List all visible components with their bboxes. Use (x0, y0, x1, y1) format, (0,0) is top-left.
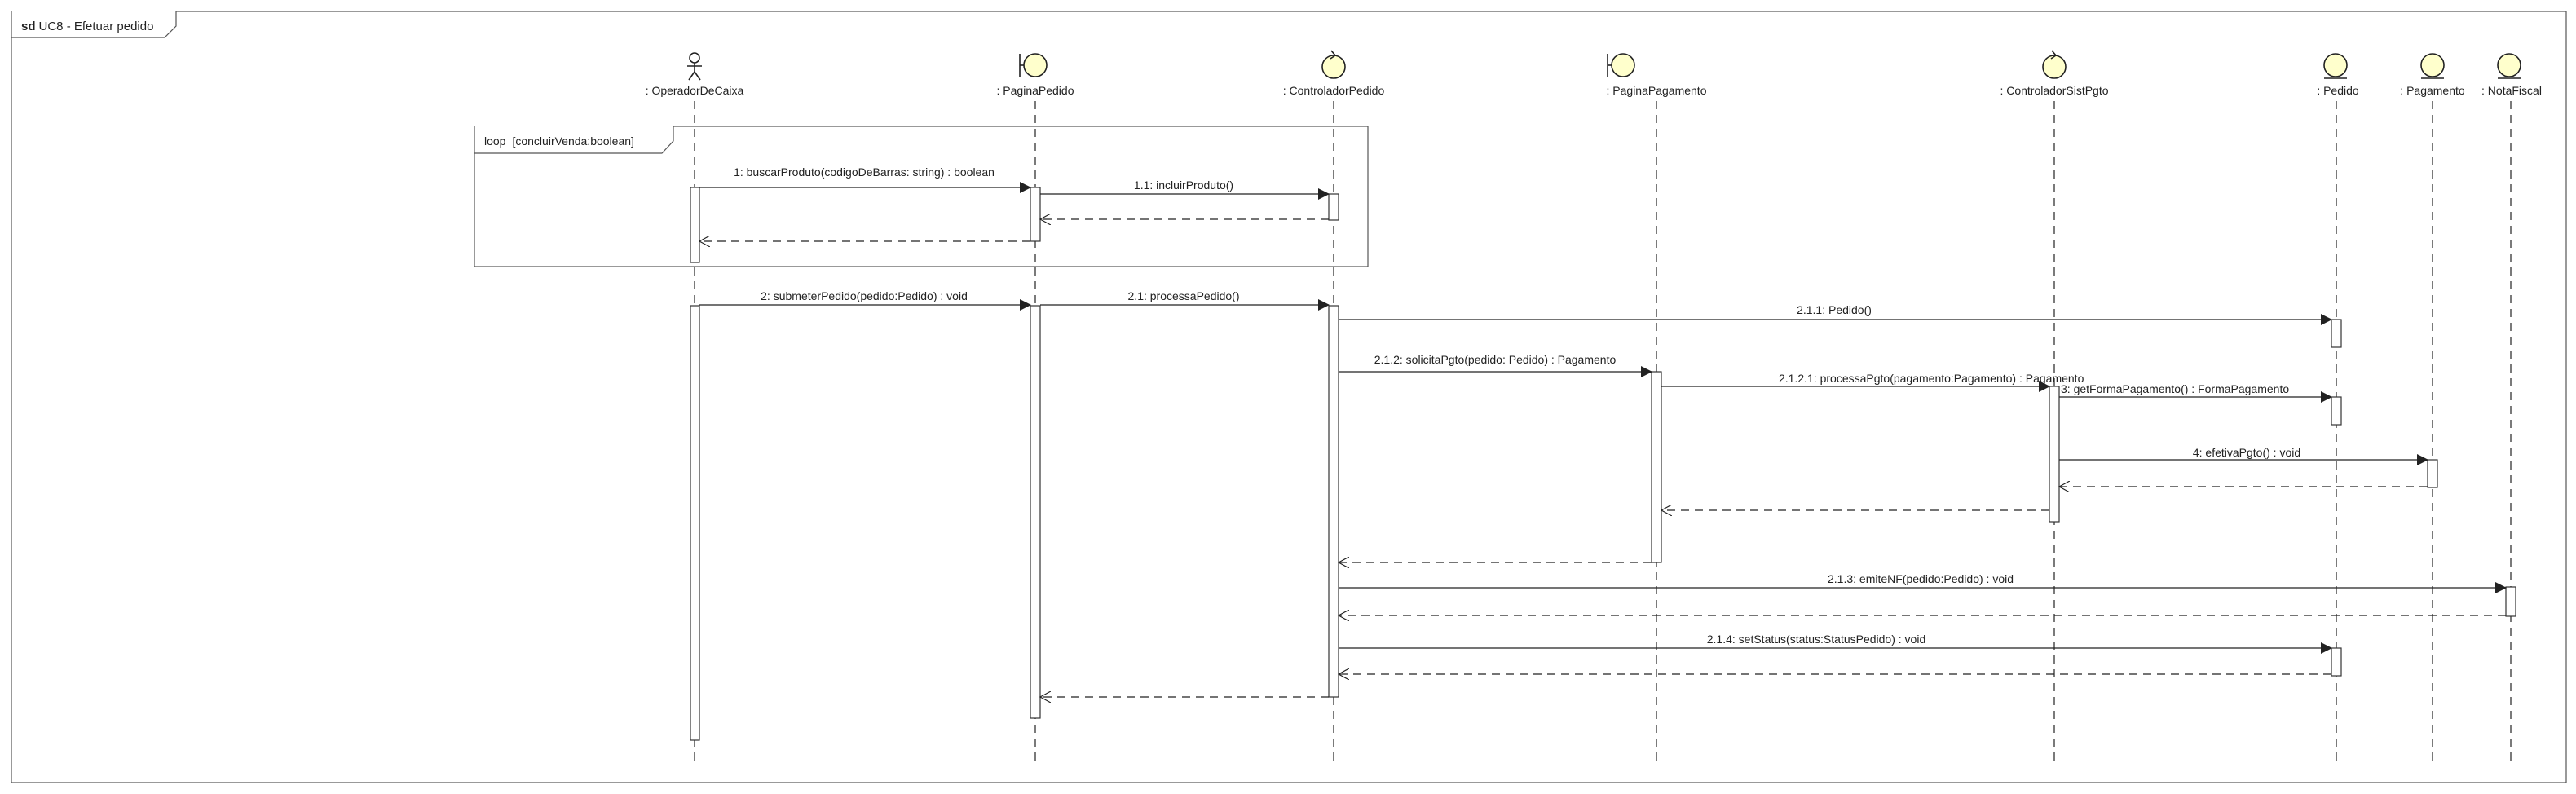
lifeline-label: : NotaFiscal (2481, 84, 2542, 97)
control-icon (2042, 50, 2067, 79)
message-label: 2.1.1: Pedido() (1797, 303, 1872, 316)
message-label: 1: buscarProduto(codigoDeBarras: string)… (734, 165, 995, 179)
activation-bar (2331, 319, 2342, 348)
message-label: 2.1.2.1: processaPgto(pagamento:Pagament… (1779, 372, 2084, 385)
loop-fragment-border (474, 126, 1369, 267)
message-label: 2.1: processaPedido() (1128, 289, 1240, 302)
message-label: 2.1.2: solicitaPgto(pedido: Pedido) : Pa… (1374, 353, 1617, 366)
loop-fragment: loop[concluirVenda:boolean] (474, 126, 1369, 267)
loop-fragment-tab (474, 126, 674, 154)
activation-bar (2049, 386, 2060, 523)
lifeline-label: : OperadorDeCaixa (646, 84, 744, 97)
activation-bar (2331, 647, 2342, 677)
lifeline-label: : PaginaPagamento (1607, 84, 1707, 97)
message-label: 1.1: incluirProduto() (1134, 179, 1233, 192)
lifeline-label: : Pagamento (2400, 84, 2465, 97)
message-label: 2.1.3: emiteNF(pedido:Pedido) : void (1828, 572, 2014, 585)
loop-label: loop[concluirVenda:boolean] (484, 135, 634, 148)
lifeline-label: : PaginaPedido (997, 84, 1074, 97)
activation-bar (1030, 305, 1041, 719)
activation-bar (2331, 396, 2342, 426)
activation-bars (690, 187, 2516, 741)
activation-bar (1651, 371, 1662, 563)
lifeline-label: : ControladorPedido (1283, 84, 1385, 97)
entity-icon (2323, 53, 2348, 79)
message-label: 3: getFormaPagamento() : FormaPagamento (2061, 382, 2289, 395)
lifeline-nota-fiscal: : NotaFiscal (2481, 53, 2542, 766)
messages: 1: buscarProduto(codigoDeBarras: string)… (699, 165, 2507, 697)
activation-bar (1328, 305, 1339, 698)
entity-icon (2497, 53, 2521, 79)
activation-bar (2505, 586, 2516, 617)
activation-bar (690, 305, 700, 741)
boundary-icon (1019, 53, 1048, 77)
activation-bar (1030, 187, 1041, 242)
sd-frame-tab (11, 11, 177, 38)
message-label: 4: efetivaPgto() : void (2193, 446, 2300, 459)
control-icon (1321, 50, 1346, 79)
actor-icon (687, 52, 702, 81)
boundary-icon (1607, 53, 1635, 77)
entity-icon (2420, 53, 2445, 79)
message-label: 2.1.4: setStatus(status:StatusPedido) : … (1707, 633, 1925, 646)
message-label: 2: submeterPedido(pedido:Pedido) : void (761, 289, 968, 302)
activation-bar (2427, 459, 2438, 488)
lifeline-label: : Pedido (2317, 84, 2359, 97)
activation-bar (1328, 193, 1339, 221)
sd-frame-border (11, 11, 2567, 783)
lifeline-label: : ControladorSistPgto (2000, 84, 2108, 97)
activation-bar (690, 187, 700, 263)
lifeline-pagamento: : Pagamento (2400, 53, 2465, 766)
